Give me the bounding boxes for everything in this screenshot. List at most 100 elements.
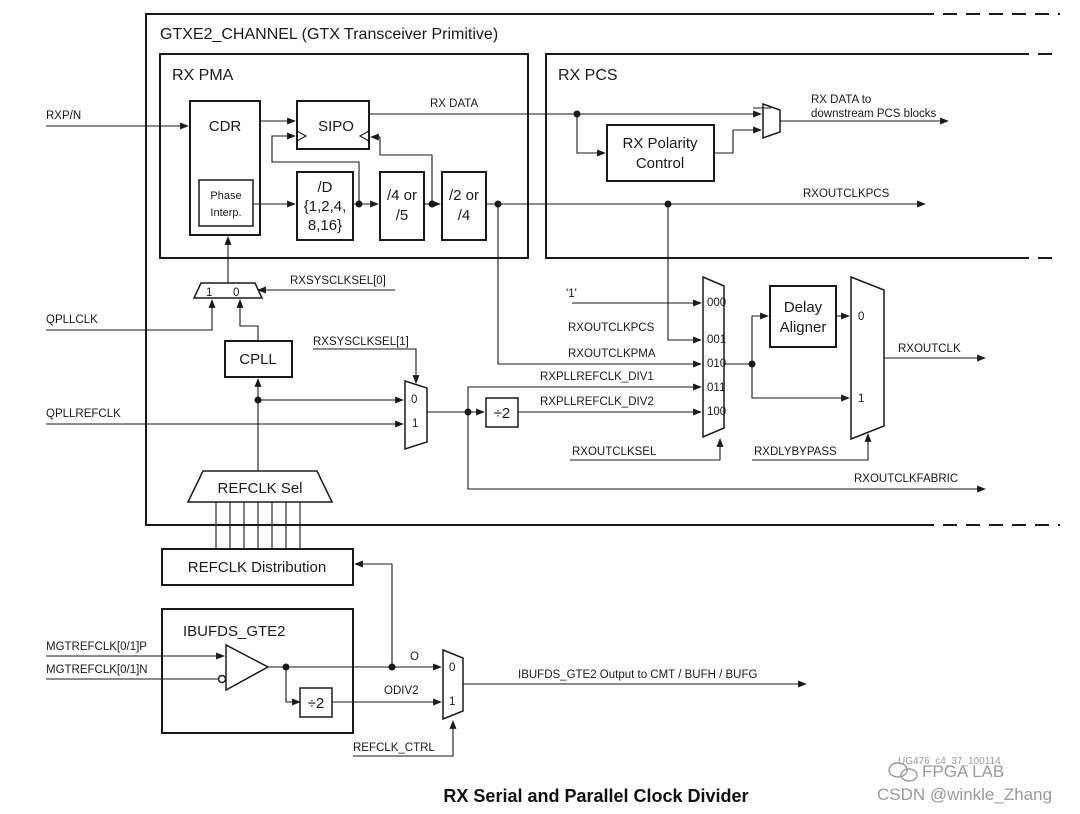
gtxe2-channel-boundary (145, 13, 1060, 526)
div2-label-a: ÷2 (494, 405, 511, 422)
rxdlybypass-label: RXDLYBYPASS (754, 446, 837, 458)
rxoutclkpma-label: RXOUTCLKPMA (568, 348, 656, 360)
phase-interp-label-2: Interp. (210, 207, 241, 219)
rx-pcs-block (545, 53, 1015, 259)
rxdlybypass-wire (752, 433, 872, 461)
sysclksel0-in0: 0 (233, 287, 239, 299)
refclk-sel-label: REFCLK Sel (217, 480, 302, 497)
phase-interp-label-1: Phase (210, 190, 241, 202)
dly-in0: 0 (858, 311, 864, 323)
rxoutclkfabric-label: RXOUTCLKFABRIC (854, 473, 958, 485)
ibufds-output-label: IBUFDS_GTE2 Output to CMT / BUFH / BUFG (518, 669, 757, 681)
sysclksel0-in1: 1 (206, 287, 212, 299)
rxpllrefclk-div1-label: RXPLLREFCLK_DIV1 (540, 371, 654, 383)
div-4or5-block (379, 171, 425, 241)
const-one-label: '1' (566, 288, 577, 300)
dlybypass-mux (850, 275, 885, 441)
outsel-010: 010 (707, 358, 726, 370)
div-4or5-label-2: /5 (396, 207, 409, 224)
div-2or4-label-1: /2 or (449, 187, 479, 204)
cpll-label: CPLL (239, 351, 277, 368)
rx-data-out-label-2: downstream PCS blocks (811, 108, 937, 120)
rx-polarity-label-2: Control (636, 155, 684, 172)
refclk-ctrl-wire (353, 720, 457, 757)
div2-label-b: ÷2 (308, 695, 325, 712)
ibufds-invert-bubble (217, 674, 227, 684)
rx-polarity-block (606, 124, 715, 182)
rxoutclkpcs-top-label: RXOUTCLKPCS (803, 188, 890, 200)
div-d-label-3: 8,16} (308, 217, 342, 234)
mgtrefclk-p-label: MGTREFCLK[0/1]P (46, 641, 147, 653)
cdr-label: CDR (209, 118, 242, 135)
rx-polarity-label-1: RX Polarity (622, 135, 698, 152)
rxpn-label: RXP/N (46, 110, 81, 122)
to-delay-aligner-wire (751, 312, 769, 364)
div-4or5-label-1: /4 or (387, 187, 417, 204)
rxpllrefclk-div1-wire (467, 383, 702, 412)
cpll-to-mux-wire (236, 299, 259, 341)
mgtrefclk-n-label: MGTREFCLK[0/1]N (46, 664, 148, 676)
rxpllrefclk-div2-label: RXPLLREFCLK_DIV2 (540, 396, 654, 408)
rx-pma-label: RX PMA (172, 67, 234, 84)
divd-to-sipo-wire (271, 132, 360, 204)
div-d-label-1: /D (318, 179, 333, 196)
outsel-011: 011 (707, 382, 725, 394)
div45-to-sipo-wire (370, 133, 433, 204)
rx-data-out-label-1: RX DATA to (811, 94, 871, 106)
div-d-label-2: {1,2,4, (304, 198, 347, 215)
delay-aligner-label-1: Delay (784, 299, 823, 316)
refclk-bus-lines (215, 502, 301, 549)
channel-title: GTXE2_CHANNEL (GTX Transceiver Primitive… (160, 26, 498, 43)
qpllclk-wire (46, 299, 216, 331)
sysclksel1-in1: 1 (412, 418, 418, 430)
rxoutclk-label: RXOUTCLK (898, 343, 961, 355)
refclk-sel-block (186, 470, 334, 503)
rxoutclkpcs-in-wire (667, 204, 702, 344)
refclk-ctrl-label: REFCLK_CTRL (353, 742, 435, 754)
rx-data-to-polarity-wire (576, 114, 606, 157)
outsel-000: 000 (707, 297, 726, 309)
delay-aligner-block (769, 285, 837, 348)
rxsysclksel1-wire (313, 348, 420, 384)
rxsysclksel0-label: RXSYSCLKSEL[0] (290, 275, 386, 287)
ib-in1: 1 (449, 696, 455, 708)
qpllrefclk-label: QPLLREFCLK (46, 408, 121, 420)
o-label: O (410, 651, 419, 663)
ibufds-buffer (225, 643, 270, 692)
outsel-001: 001 (707, 334, 726, 346)
sipo-block (296, 100, 370, 150)
div2-block-b (299, 687, 333, 718)
rxoutclksel-wire (570, 438, 724, 461)
rxoutclkpcs-in-label: RXOUTCLKPCS (568, 322, 655, 334)
sysclksel1-mux (404, 379, 428, 451)
sysclksel0-mux (192, 282, 264, 299)
phase-interp-block (198, 179, 254, 227)
o-to-refclk-dist-wire (354, 560, 393, 667)
outclksel-mux (702, 275, 725, 439)
rxoutclkpma-wire (497, 204, 702, 368)
to-div2b-wire (285, 667, 301, 706)
figure-id: UG476_c4_37_100114 (898, 756, 1001, 767)
wechat-logo (888, 762, 918, 782)
div-2or4-block (441, 171, 487, 241)
sipo-clock-glyph-right (358, 130, 370, 142)
sysclksel1-in0: 0 (411, 394, 417, 406)
refclk-distribution-label: REFCLK Distribution (188, 559, 326, 576)
ib-in0: 0 (449, 662, 455, 674)
polarity-to-mux-wire (714, 126, 762, 154)
rx-pcs-label: RX PCS (558, 67, 618, 84)
rxsysclksel1-label: RXSYSCLKSEL[1] (313, 336, 409, 348)
qpllclk-label: QPLLCLK (46, 314, 98, 326)
rxoutclksel-label: RXOUTCLKSEL (572, 446, 657, 458)
cpll-block (224, 340, 293, 378)
refclk-distribution-block (161, 548, 354, 586)
sipo-label: SIPO (318, 118, 354, 135)
rx-data-label: RX DATA (430, 98, 478, 110)
dly-in1: 1 (858, 393, 864, 405)
sipo-clock-glyph-left (296, 130, 308, 142)
div-2or4-label-2: /4 (458, 207, 471, 224)
rxoutclkfabric-wire (467, 412, 986, 493)
bypass-path-wire (751, 364, 850, 402)
watermark-credit: CSDN @winkle_Zhang (877, 785, 1052, 804)
